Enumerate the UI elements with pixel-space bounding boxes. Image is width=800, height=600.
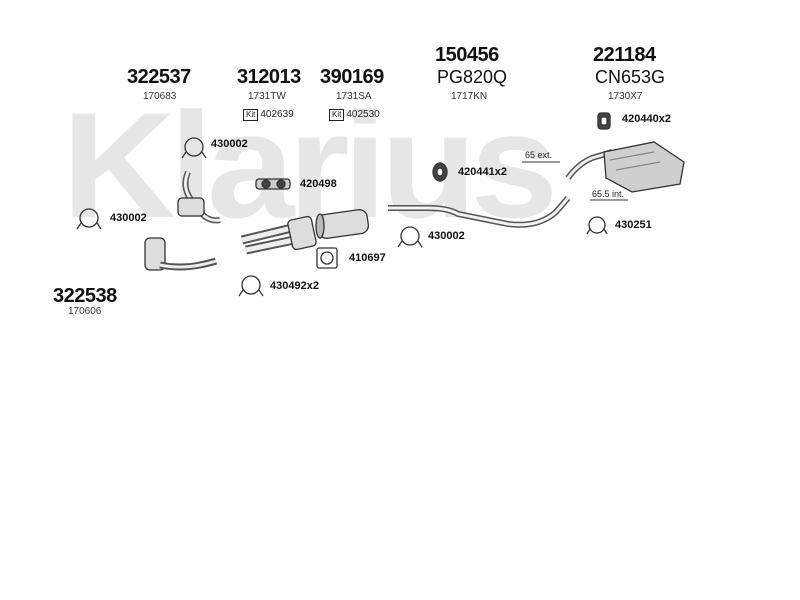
- part-number-221184: 221184: [593, 44, 656, 66]
- gasket-410697-icon: [316, 247, 338, 269]
- note-int: 65.5 int.: [592, 189, 625, 199]
- rubber-mount-420440-icon: [597, 112, 611, 130]
- code-1717kn: 1717KN: [451, 91, 488, 102]
- front-pipe-322537-icon: [177, 170, 221, 224]
- clamp-430492-icon: [238, 275, 264, 297]
- filter-390169-icon: [315, 209, 370, 239]
- part-420498: 420498: [300, 178, 337, 190]
- rubber-mount-420441-icon: [432, 162, 448, 182]
- kit-badge: Kit: [243, 109, 259, 121]
- kit-ref: 402639: [260, 109, 294, 120]
- part-number-322537: 322537: [127, 66, 191, 88]
- catalyst-322538-icon: [144, 237, 218, 271]
- clamp-430002-mid-icon: [397, 226, 423, 248]
- part-410697: 410697: [349, 252, 386, 264]
- part-430002-top: 430002: [211, 138, 248, 150]
- clamp-430251-icon: [586, 216, 608, 235]
- part-number-312013: 312013: [237, 66, 301, 88]
- kit-ref: 402530: [346, 109, 380, 120]
- part-number-390169: 390169: [320, 66, 384, 88]
- model-cn653g: CN653G: [595, 67, 666, 87]
- part-number-322538: 322538: [53, 285, 117, 307]
- code-1731tw: 1731TW: [248, 91, 286, 102]
- note-ext: 65 ext.: [525, 150, 553, 160]
- clamp-430002-top-icon: [181, 137, 207, 159]
- part-430251: 430251: [615, 219, 652, 231]
- rear-silencer-221184-icon: [565, 141, 685, 193]
- kit-badge: Kit: [329, 109, 345, 121]
- model-pg820q: PG820Q: [437, 67, 508, 87]
- part-430002-left: 430002: [110, 212, 147, 224]
- part-430002-mid: 430002: [428, 230, 465, 242]
- code-1731sa: 1731SA: [336, 91, 372, 102]
- centre-pipe-150456-icon: [388, 196, 571, 228]
- watermark-logo: Klarius: [62, 100, 558, 230]
- part-420440: 420440x2: [622, 113, 671, 125]
- hanger-420498-icon: [255, 178, 291, 190]
- part-430492: 430492x2: [270, 280, 319, 292]
- part-number-150456: 150456: [435, 44, 499, 66]
- twin-pipe-312013-icon: [240, 215, 317, 255]
- code-170606: 170606: [68, 306, 102, 317]
- code-1730x7: 1730X7: [608, 91, 643, 102]
- part-420441: 420441x2: [458, 166, 507, 178]
- clamp-430002-left-icon: [76, 208, 102, 230]
- code-170683: 170683: [143, 91, 177, 102]
